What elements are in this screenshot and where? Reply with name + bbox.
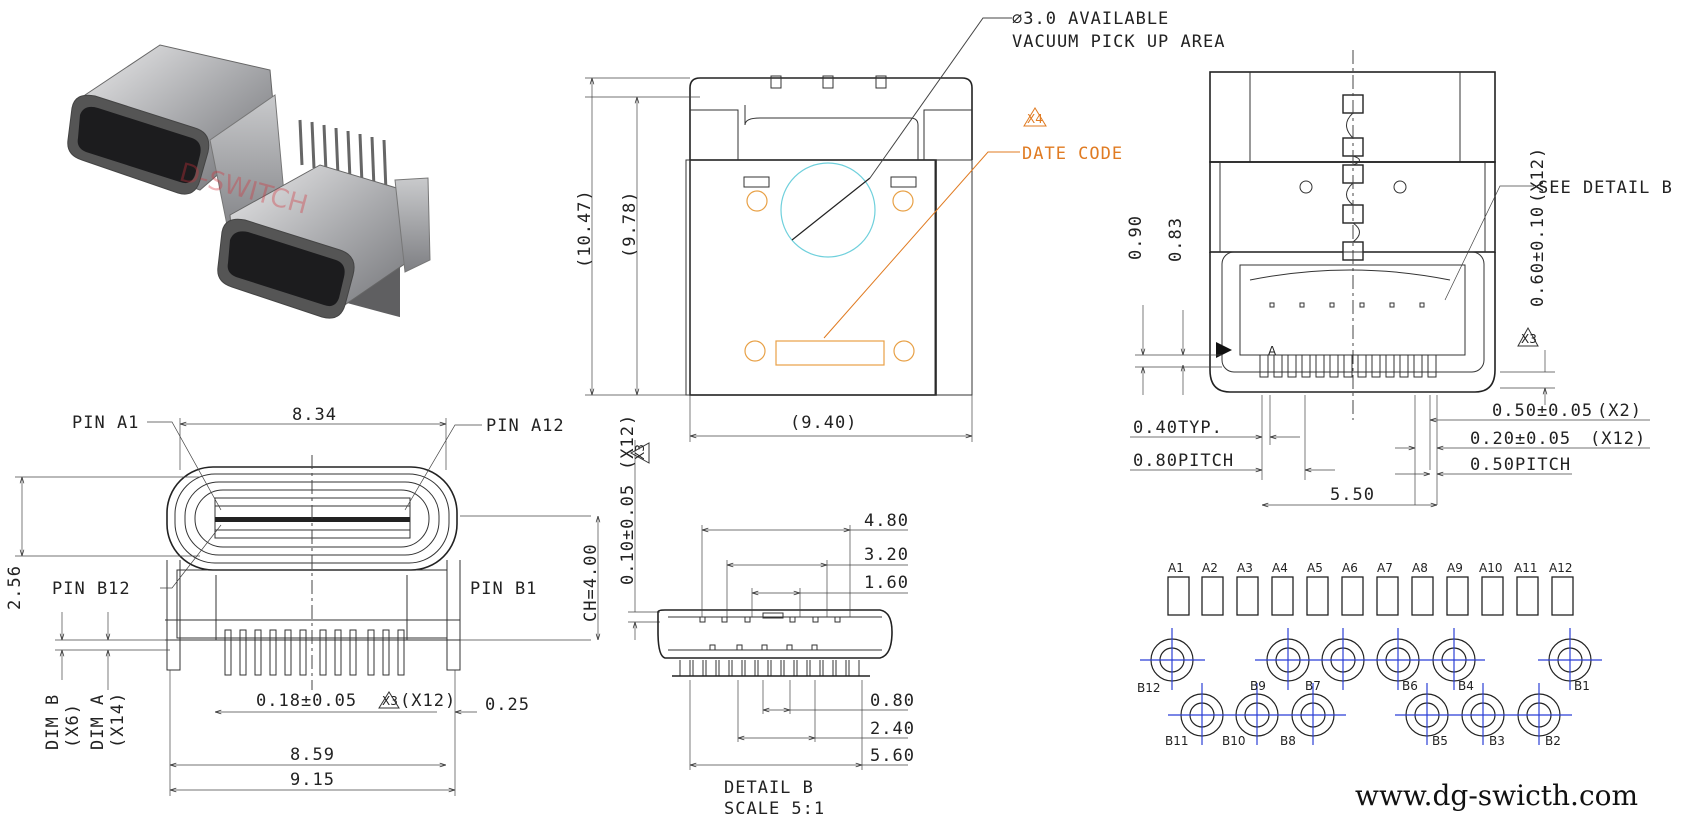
pad-label-a8: A8: [1412, 561, 1428, 575]
dim-5-60: 5.60: [870, 746, 915, 766]
dim-9-15: 9.15: [290, 770, 335, 790]
pin-a1-label: PIN A1: [72, 413, 139, 433]
pad-label-b6: B6: [1402, 679, 1418, 693]
date-code-label: DATE CODE: [1022, 144, 1123, 164]
pad-label-b7: B7: [1305, 679, 1321, 693]
dim-3-20: 3.20: [864, 545, 909, 565]
dim-10-47: (10.47): [575, 189, 595, 268]
pad-label-b5: B5: [1432, 734, 1448, 748]
dim-0-40typ: 0.40TYP.: [1133, 418, 1223, 438]
pin-a12-label: PIN A12: [486, 416, 565, 436]
dim-0-60-qty: (X12): [1528, 147, 1548, 203]
pad-label-b8: B8: [1280, 734, 1296, 748]
vacuum-note-line1: ∅3.0 AVAILABLE: [1012, 9, 1169, 29]
flag-x3: X3: [1521, 332, 1537, 346]
dim-9-78: (9.78): [620, 191, 640, 258]
pad-label-a4: A4: [1272, 561, 1288, 575]
pad-label-a10: A10: [1479, 561, 1502, 575]
pad-label-b12: B12: [1137, 681, 1161, 695]
dim-0-10-flag: X3: [633, 444, 647, 460]
dim-0-18-flag: X3: [382, 694, 398, 708]
pin-b1-label: PIN B1: [470, 579, 537, 599]
pad-label-b1: B1: [1574, 679, 1590, 693]
dim-0-18-qty: (X12): [400, 691, 456, 711]
pad-label-b2: B2: [1545, 734, 1561, 748]
detail-b-view: 4.80 3.20 1.60 0.80 2.40 5.60 DETAIL B S…: [657, 511, 915, 817]
pad-label-a11: A11: [1514, 561, 1537, 575]
vacuum-note-line2: VACUUM PICK UP AREA: [1012, 32, 1225, 52]
dim-b-qty: (X6): [63, 703, 83, 748]
pad-label-a12: A12: [1549, 561, 1572, 575]
dim-0-50: 0.50±0.05: [1492, 401, 1593, 421]
pad-label-b3: B3: [1489, 734, 1505, 748]
pad-label-b9: B9: [1250, 679, 1266, 693]
right-side-view: A SEE DETAIL B 0.90 0.83 0.60±0.10 (X12)…: [1126, 50, 1673, 505]
dim-a-qty: (X14): [108, 692, 128, 748]
side-dimensions: 0.10±0.05 (X12) X3 CH=4.00: [460, 414, 660, 641]
dim-0-20-qty: (X12): [1590, 429, 1646, 449]
dim-0-83: 0.83: [1166, 217, 1186, 262]
pad-label-a1: A1: [1168, 561, 1184, 575]
dim-1-60: 1.60: [864, 573, 909, 593]
dim-8-34: 8.34: [292, 405, 337, 425]
pad-label-b11: B11: [1165, 734, 1189, 748]
date-code-flag: X4: [1027, 112, 1043, 126]
marker-a: A: [1268, 344, 1277, 358]
pad-label-a7: A7: [1377, 561, 1393, 575]
dim-a-label: DIM A: [88, 694, 108, 750]
dim-2-40: 2.40: [870, 719, 915, 739]
pad-label-a3: A3: [1237, 561, 1253, 575]
top-view: ∅3.0 AVAILABLE VACUUM PICK UP AREA X4 DA…: [575, 9, 1225, 442]
dim-0-20: 0.20±0.05: [1470, 429, 1571, 449]
dim-5-50: 5.50: [1330, 485, 1375, 505]
dim-0-10-qty: (X12): [618, 414, 638, 470]
pad-label-a5: A5: [1307, 561, 1323, 575]
dim-0-10: 0.10±0.05: [618, 484, 638, 585]
dim-0-18: 0.18±0.05: [256, 691, 357, 711]
dim-2-56: 2.56: [5, 565, 25, 610]
detail-b-title: DETAIL B: [724, 778, 814, 798]
website-url: www.dg-swicth.com: [1355, 779, 1638, 812]
dim-0-50pitch: 0.50PITCH: [1470, 455, 1571, 475]
dim-ch-4-00: CH=4.00: [581, 543, 601, 622]
dim-0-80: 0.80: [870, 691, 915, 711]
pad-label-b10: B10: [1222, 734, 1246, 748]
front-view: PIN A1 PIN A12 PIN B12 PIN B1 8.34 2.56 …: [5, 405, 565, 796]
dim-0-60: 0.60±0.10: [1528, 206, 1548, 307]
dim-0-25: 0.25: [485, 695, 530, 715]
detail-b-scale: SCALE 5:1: [724, 799, 825, 817]
dim-0-90: 0.90: [1126, 215, 1146, 260]
dim-4-80: 4.80: [864, 511, 909, 531]
product-photo: D-SWITCH: [67, 44, 431, 319]
pad-label-a2: A2: [1202, 561, 1218, 575]
pad-label-b4: B4: [1458, 679, 1474, 693]
pcb-footprint: A1 A2 A3 A4 A5 A6 A7 A8 A9 A10 A11 A12: [1137, 561, 1602, 748]
dim-9-40: (9.40): [790, 413, 857, 433]
see-detail-b: SEE DETAIL B: [1538, 178, 1673, 198]
dim-b-label: DIM B: [43, 694, 63, 750]
pin-b12-label: PIN B12: [52, 579, 131, 599]
pad-label-a9: A9: [1447, 561, 1463, 575]
dim-0-80pitch: 0.80PITCH: [1133, 451, 1234, 471]
dim-8-59: 8.59: [290, 745, 335, 765]
pad-label-a6: A6: [1342, 561, 1358, 575]
dim-0-50-qty: (X2): [1597, 401, 1642, 421]
